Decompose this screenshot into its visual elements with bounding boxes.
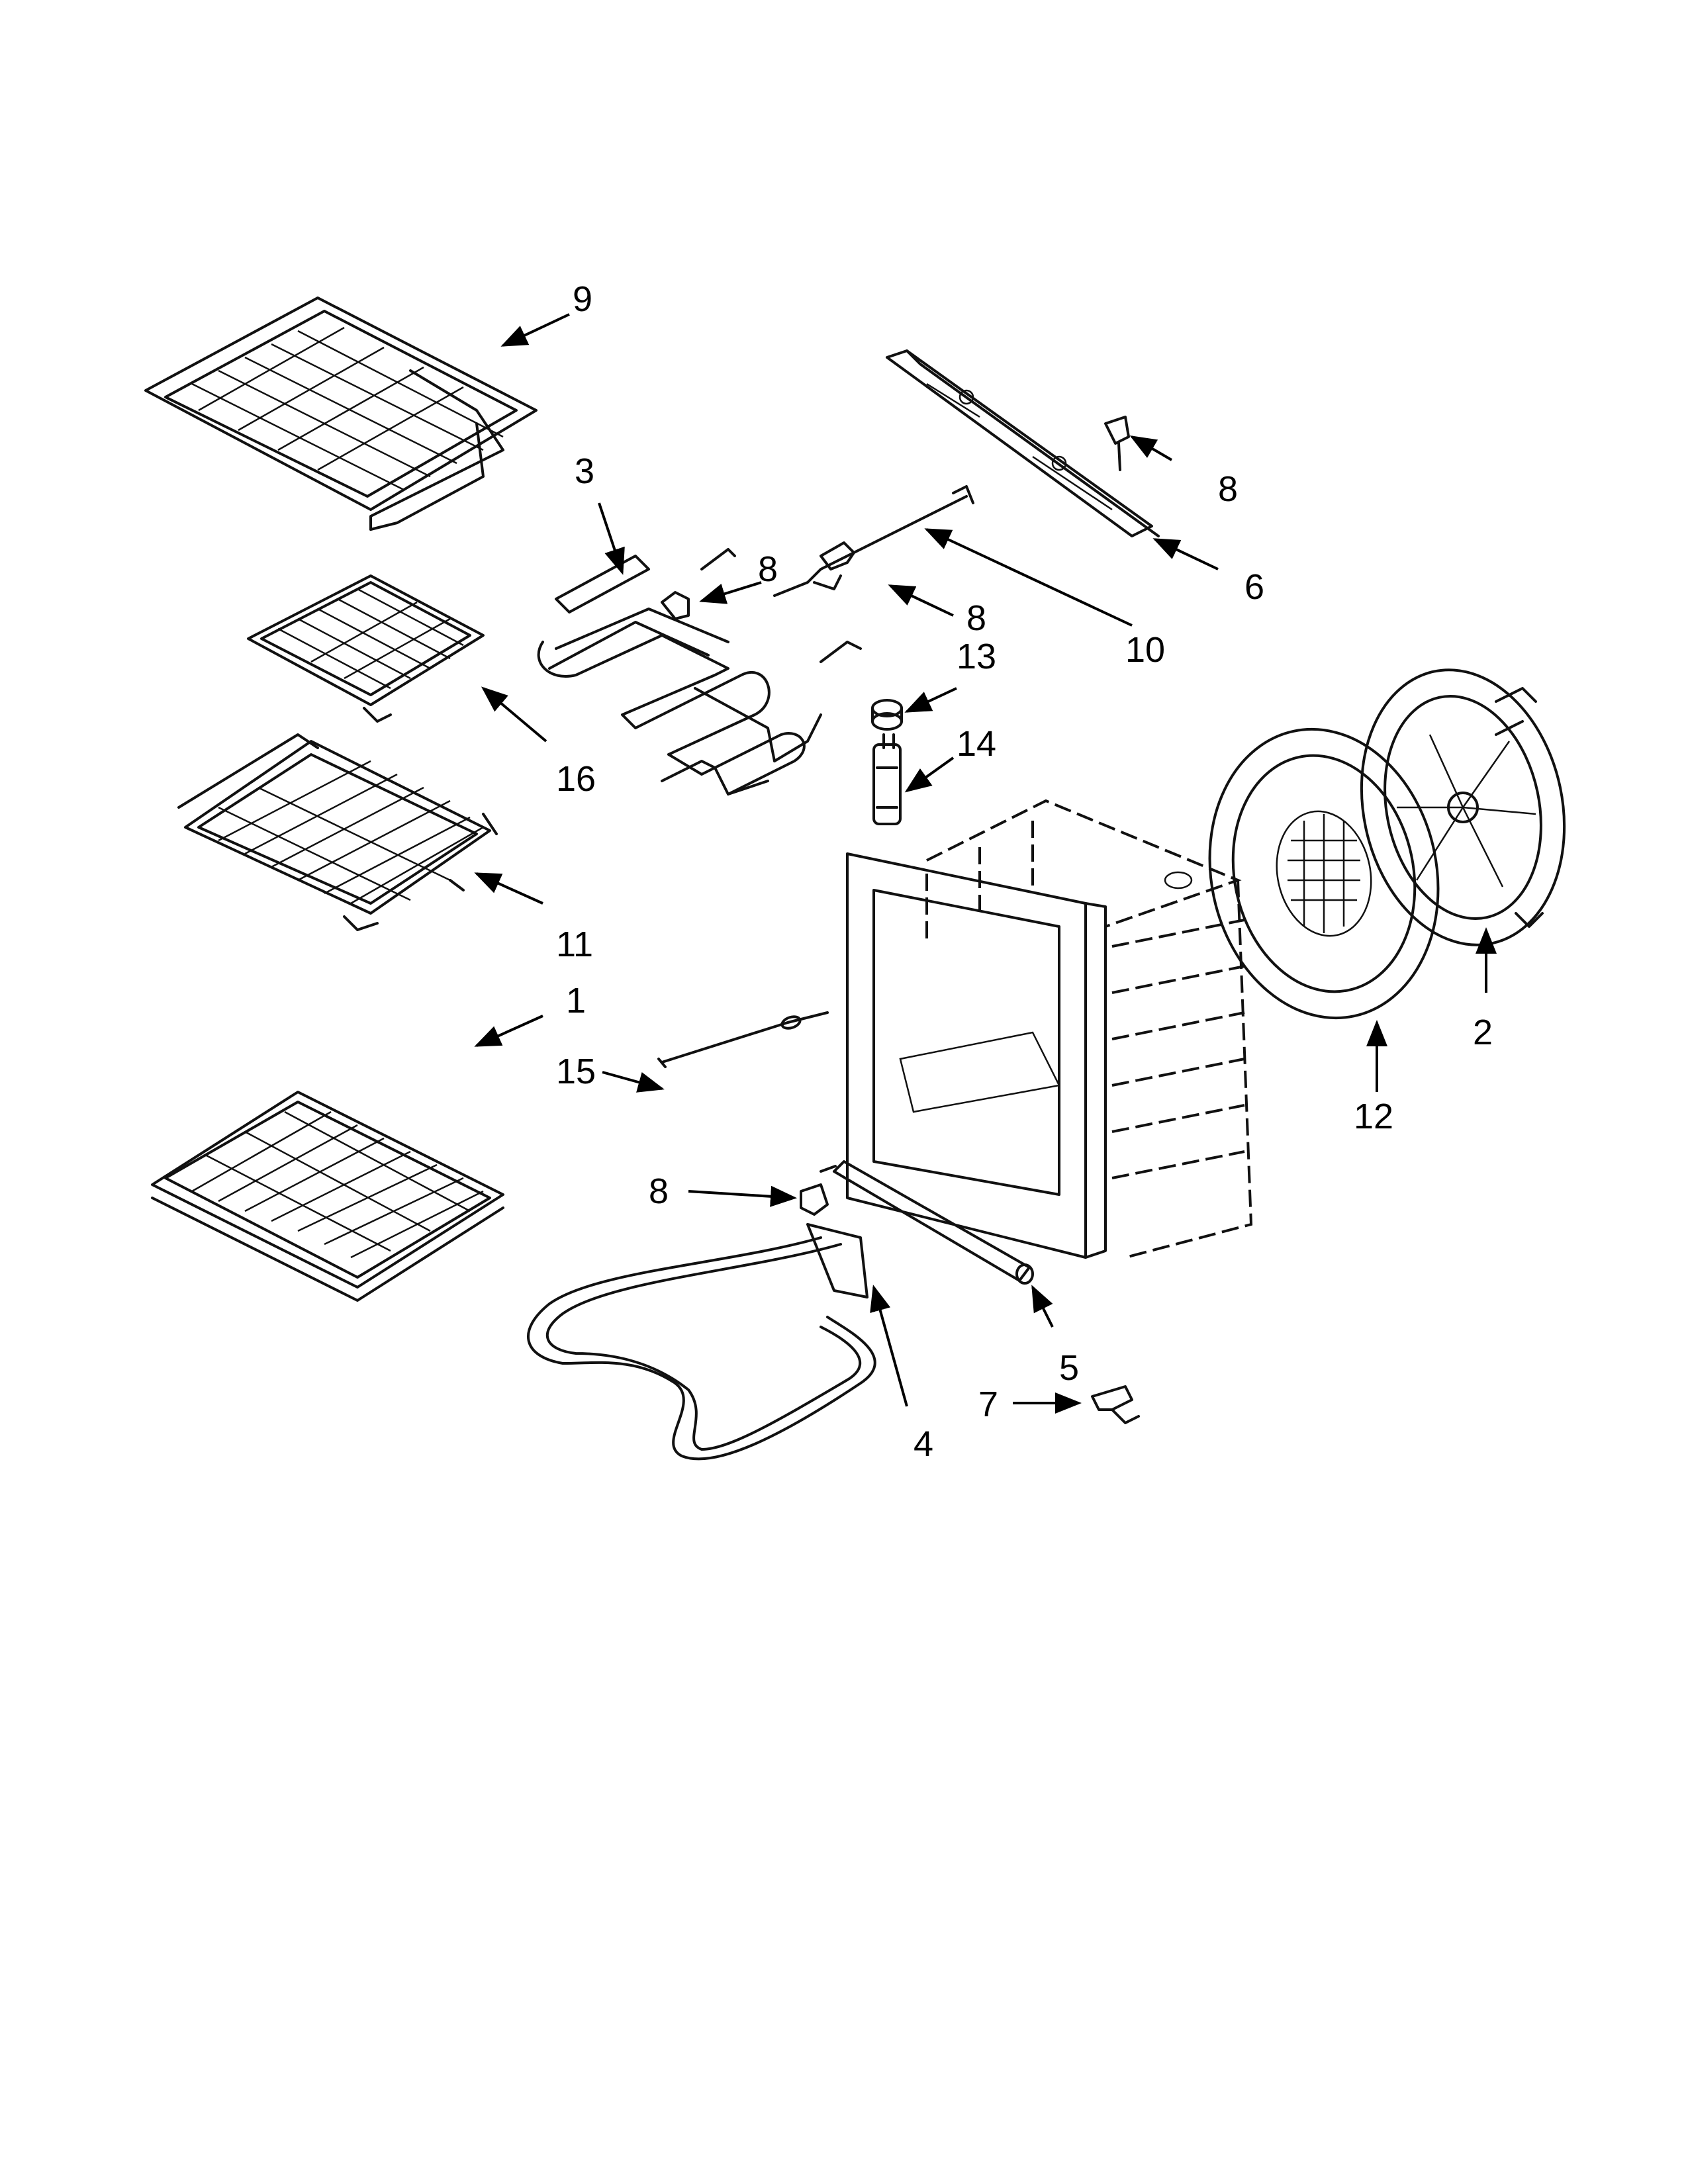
- part-10-sensor-probe: [773, 485, 974, 597]
- callout-5: 5: [1059, 1348, 1079, 1388]
- callout-8-broil: 8: [758, 549, 778, 589]
- part-14-limit-switch: [872, 733, 902, 825]
- callout-9: 9: [573, 279, 592, 319]
- callout-2: 2: [1473, 1013, 1493, 1052]
- part-8-screw-upper: [1104, 416, 1130, 471]
- part-13-nut: [871, 699, 903, 731]
- part-3-broil-element: [537, 548, 862, 796]
- part-9-rack-with-rail: [144, 296, 538, 531]
- callout-13: 13: [957, 637, 996, 676]
- part-8-screw-sensor: [820, 541, 855, 570]
- callout-16: 16: [556, 759, 596, 799]
- oven-cavity: [846, 799, 1253, 1259]
- callout-8-bake: 8: [649, 1171, 669, 1211]
- part-7-clip: [1091, 1385, 1140, 1424]
- part-16-flat-rack: [247, 574, 485, 723]
- callout-15: 15: [556, 1052, 596, 1091]
- callout-11: 11: [556, 925, 593, 964]
- part-2-convection-fan: [1360, 668, 1566, 946]
- part-15-temperature-probe: [657, 1011, 829, 1068]
- callout-6: 6: [1244, 567, 1264, 607]
- callout-8-sensor: 8: [966, 598, 986, 638]
- part-4-bake-element: [527, 1223, 876, 1461]
- callout-14: 14: [957, 724, 996, 764]
- callout-4: 4: [914, 1424, 933, 1464]
- part-11-deep-rack: [177, 733, 498, 931]
- part-8-screw-broil: [661, 591, 690, 620]
- callout-1: 1: [566, 981, 586, 1021]
- callout-8-upper: 8: [1218, 469, 1238, 509]
- part-12-fan-cover: [1208, 727, 1440, 1020]
- callout-labels: 9 3 8 8 6 8 10 13 14 16 11 1 15 12 2 8 5…: [556, 279, 1493, 1464]
- part-6-mounting-bracket: [886, 349, 1160, 537]
- callout-3: 3: [575, 451, 594, 491]
- callout-12: 12: [1354, 1097, 1393, 1136]
- callout-10: 10: [1125, 630, 1165, 670]
- part-8-screw-bake: [800, 1183, 829, 1216]
- leader-lines: [474, 313, 1497, 1414]
- part-1-slide-rack: [151, 1091, 504, 1302]
- callout-7: 7: [978, 1385, 998, 1424]
- part-5-tube: [820, 1160, 1034, 1285]
